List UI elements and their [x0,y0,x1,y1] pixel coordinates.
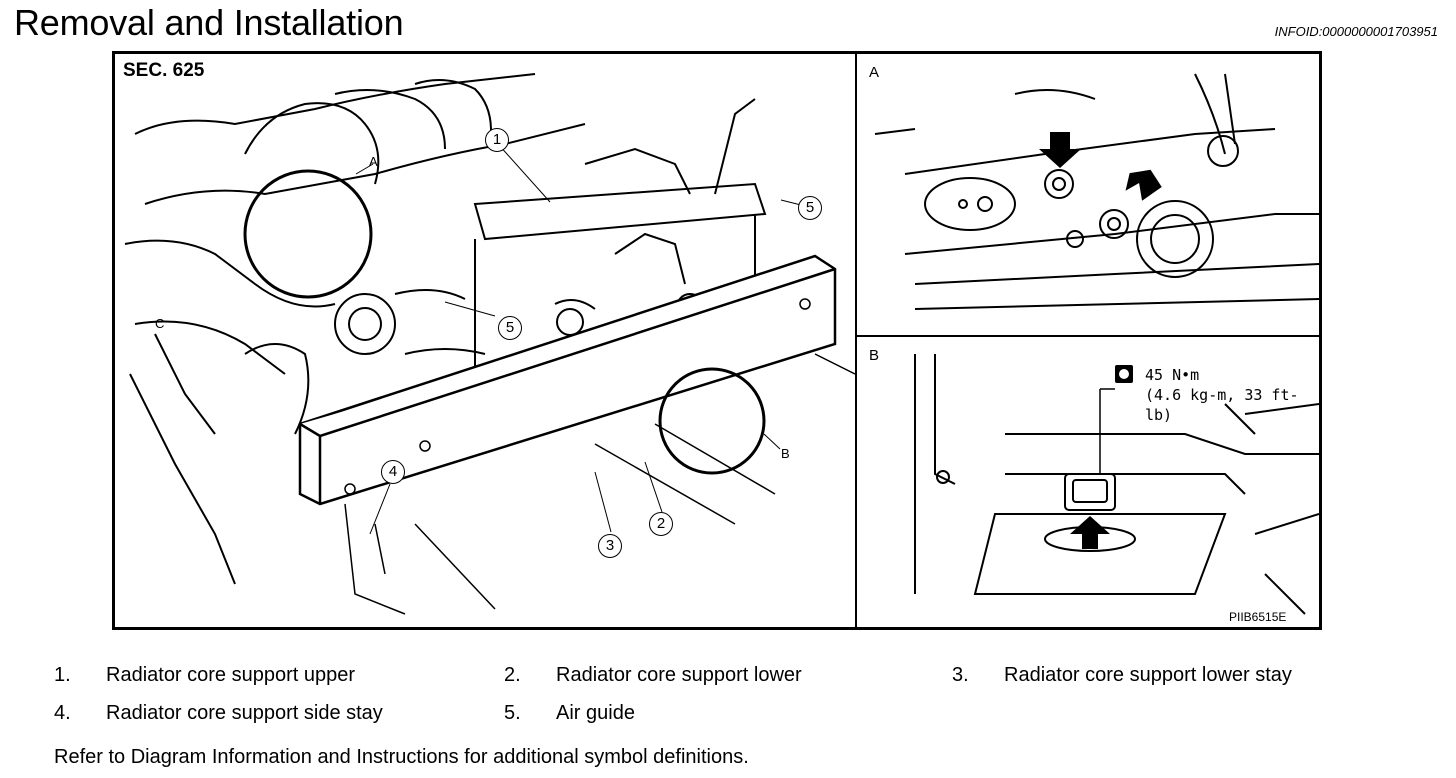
engine-bay-drawing [124,54,1319,627]
view-c-letter: C [155,316,165,331]
callout-5-upper: 5 [798,196,822,220]
callout-1: 1 [485,128,509,152]
torque-metric: 45 N•m [1145,366,1200,384]
illustration-figure: SEC. 625 A B A B C 1 2 3 4 5 5 45 N•m (4… [112,51,1322,630]
torque-spec: 45 N•m (4.6 kg-m, 33 ft-lb) [1145,365,1319,425]
footnote: Refer to Diagram Information and Instruc… [54,746,749,768]
detail-a-letter: A [369,154,378,169]
page-title: Removal and Installation [14,2,404,43]
detail-b-letter: B [781,446,790,461]
callout-4: 4 [381,460,405,484]
legend-number: 5. [504,702,521,724]
panel-b-label: B [869,347,880,364]
callout-5-lower: 5 [498,316,522,340]
legend-number: 2. [504,664,521,686]
legend-text: Radiator core support lower stay [1004,664,1292,686]
legend-number: 3. [952,664,969,686]
section-label: SEC. 625 [123,60,205,81]
torque-wrench-icon [1115,365,1133,383]
legend-text: Radiator core support lower [556,664,802,686]
legend-number: 1. [54,664,71,686]
panel-a-label: A [869,64,880,81]
torque-conversion: (4.6 kg-m, 33 ft-lb) [1145,386,1299,424]
legend-text: Radiator core support upper [106,664,356,686]
figure-code: PIIB6515E [1229,610,1287,624]
legend-text: Radiator core support side stay [106,702,383,724]
callout-2: 2 [649,512,673,536]
legend-number: 4. [54,702,71,724]
callout-3: 3 [598,534,622,558]
legend-text: Air guide [556,702,635,724]
info-id: INFOID:0000000001703951 [1274,24,1438,39]
